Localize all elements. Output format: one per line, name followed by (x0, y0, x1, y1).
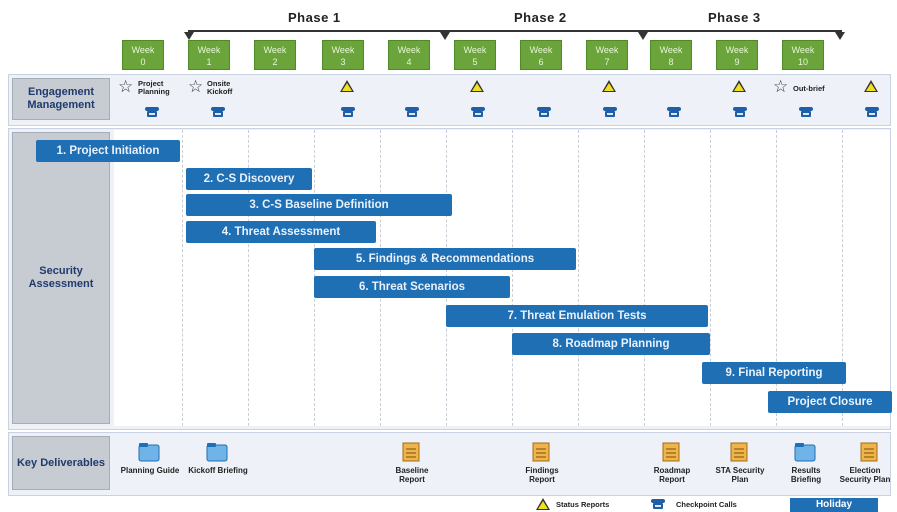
onsite-kickoff-label: Onsite Kickoff (207, 79, 233, 96)
deliverable-planning-guide: Planning Guide (120, 466, 180, 475)
phase-3-label: Phase 3 (708, 10, 761, 25)
legend-holiday: Holiday (790, 498, 878, 512)
checkpoint-phone-icon (341, 107, 355, 117)
task-bar-threat-emulation-tests: 7. Threat Emulation Tests (446, 305, 708, 327)
task-bar-threat-assessment: 4. Threat Assessment (186, 221, 376, 243)
folder-icon (138, 443, 160, 462)
phase-tick-end (835, 32, 845, 40)
deliverable-results-briefing: Results Briefing (790, 466, 822, 484)
document-icon (402, 442, 420, 462)
phase-2-label: Phase 2 (514, 10, 567, 25)
grid-line (842, 130, 843, 426)
legend-checkpoint-phone-icon (651, 499, 665, 509)
document-icon (730, 442, 748, 462)
folder-icon (206, 443, 228, 462)
grid-line (644, 130, 645, 426)
task-bar-cs-discovery: 2. C-S Discovery (186, 168, 312, 190)
status-report-triangle-icon (732, 80, 746, 92)
security-assessment-label: Security Assessment (12, 132, 110, 424)
project-planning-star-icon: ☆ (118, 77, 134, 96)
checkpoint-phone-icon (471, 107, 485, 117)
document-icon (532, 442, 550, 462)
phase-1-label: Phase 1 (288, 10, 341, 25)
grid-line (248, 130, 249, 426)
task-bar-findings-recommendations: 5. Findings & Recommendations (314, 248, 576, 270)
task-bar-roadmap-planning: 8. Roadmap Planning (512, 333, 710, 355)
deliverable-findings-report: Findings Report (525, 466, 559, 484)
legend-status-triangle-icon (536, 498, 550, 510)
grid-line (578, 130, 579, 426)
checkpoint-phone-icon (537, 107, 551, 117)
grid-line (776, 130, 777, 426)
checkpoint-phone-icon (865, 107, 879, 117)
status-report-triangle-icon (602, 80, 616, 92)
out-brief-star-icon: ☆ (773, 77, 789, 96)
checkpoint-phone-icon (667, 107, 681, 117)
status-report-triangle-icon (470, 80, 484, 92)
phase-bracket-line (188, 30, 842, 32)
status-report-triangle-icon (864, 80, 878, 92)
project-planning-label: Project Planning (138, 79, 170, 96)
task-bar-threat-scenarios: 6. Threat Scenarios (314, 276, 510, 298)
checkpoint-phone-icon (211, 107, 225, 117)
out-brief-label: Out-brief (793, 84, 825, 93)
grid-line (512, 130, 513, 426)
deliverable-election-security-plan: Election Security Plan (839, 466, 891, 484)
phase-tick-1-2 (440, 32, 450, 40)
checkpoint-phone-icon (799, 107, 813, 117)
grid-line (182, 130, 183, 426)
document-icon (860, 442, 878, 462)
phase-tick-start (184, 32, 194, 40)
status-report-triangle-icon (340, 80, 354, 92)
task-bar-project-closure: Project Closure (768, 391, 892, 413)
engagement-management-label: Engagement Management (12, 78, 110, 120)
grid-line (710, 130, 711, 426)
legend-checkpoint-calls: Checkpoint Calls (676, 500, 737, 509)
document-icon (662, 442, 680, 462)
deliverable-kickoff-briefing: Kickoff Briefing (188, 466, 248, 475)
phase-tick-2-3 (638, 32, 648, 40)
key-deliverables-label: Key Deliverables (12, 436, 110, 490)
folder-icon (794, 443, 816, 462)
onsite-kickoff-star-icon: ☆ (188, 77, 204, 96)
checkpoint-phone-icon (405, 107, 419, 117)
checkpoint-phone-icon (145, 107, 159, 117)
checkpoint-phone-icon (603, 107, 617, 117)
deliverable-sta-security-plan: STA Security Plan (715, 466, 765, 484)
checkpoint-phone-icon (733, 107, 747, 117)
task-bar-cs-baseline-definition: 3. C-S Baseline Definition (186, 194, 452, 216)
deliverable-baseline-report: Baseline Report (395, 466, 429, 484)
legend-status-reports: Status Reports (556, 500, 610, 509)
deliverable-roadmap-report: Roadmap Report (653, 466, 691, 484)
task-bar-project-initiation: 1. Project Initiation (36, 140, 180, 162)
task-bar-final-reporting: 9. Final Reporting (702, 362, 846, 384)
